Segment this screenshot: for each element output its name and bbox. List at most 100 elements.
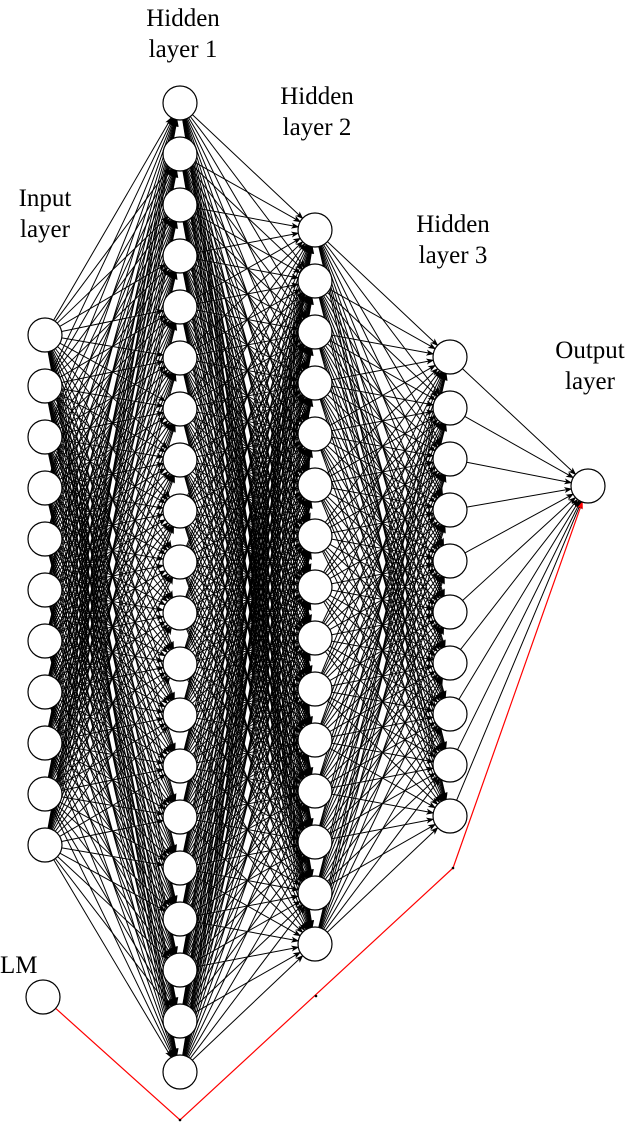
edge-input-10-to-hidden1-19 [53, 859, 172, 1059]
node-input-0 [27, 317, 63, 353]
edge-hidden1-19-to-hidden2-12 [188, 855, 307, 1058]
edge-input-10-to-hidden1-15 [61, 847, 165, 867]
edge-input-10-to-hidden1-13 [59, 774, 167, 837]
edge-hidden1-19-to-hidden2-0 [182, 245, 315, 1056]
node-hidden3-2 [432, 441, 468, 477]
edge-hidden2-14-to-hidden3-3 [319, 525, 446, 928]
node-hidden1-15 [162, 850, 198, 886]
lm-skip-connection [55, 501, 583, 1122]
input-layer-label: Input layer [6, 183, 84, 245]
node-hidden2-6 [297, 518, 333, 554]
lm-connection-junction-dot [178, 1118, 182, 1122]
node-hidden1-7 [162, 442, 198, 478]
node-lm [25, 979, 61, 1015]
edge-hidden1-16-to-hidden2-0 [182, 245, 314, 903]
edge-input-5-to-hidden1-0 [49, 118, 177, 574]
edge-hidden1-17-to-hidden2-0 [182, 245, 314, 954]
edge-hidden2-14-to-hidden3-4 [320, 576, 445, 929]
node-hidden2-9 [297, 671, 333, 707]
nodes-group [25, 85, 606, 1090]
edge-hidden1-11-to-hidden2-0 [184, 245, 311, 648]
edge-hidden1-8-to-hidden2-0 [186, 244, 309, 496]
edge-hidden1-19-to-hidden2-8 [184, 653, 311, 1056]
node-hidden1-6 [162, 391, 198, 427]
edge-hidden2-10-to-hidden3-0 [320, 372, 445, 725]
edge-hidden2-14-to-hidden3-1 [318, 423, 448, 928]
node-hidden3-5 [432, 594, 468, 630]
node-hidden2-13 [297, 875, 333, 911]
node-hidden1-17 [162, 952, 198, 988]
edge-hidden1-19-to-hidden2-3 [182, 398, 314, 1056]
hidden-layer-2-label-line1: Hidden [280, 83, 354, 110]
edge-hidden2-14-to-hidden3-9 [326, 827, 439, 933]
edge-hidden3-4-to-output-0 [464, 493, 574, 554]
node-hidden1-11 [162, 646, 198, 682]
edge-hidden1-14-to-hidden2-0 [183, 245, 313, 801]
hidden-layer-1-label: Hidden layer 1 [128, 3, 238, 65]
edge-hidden1-9-to-hidden2-0 [185, 244, 310, 547]
edge-hidden2-6-to-hidden3-0 [324, 369, 441, 523]
edge-input-10-to-hidden1-18 [54, 858, 171, 1009]
edge-hidden3-0-to-output-0 [462, 368, 577, 476]
node-hidden3-9 [432, 798, 468, 834]
edge-input-10-to-hidden1-16 [59, 852, 166, 912]
node-input-1 [27, 368, 63, 404]
edge-hidden2-4-to-hidden3-0 [329, 364, 437, 427]
node-output-0 [570, 468, 606, 504]
edge-hidden1-12-to-hidden2-0 [184, 245, 312, 699]
edge-hidden2-7-to-hidden3-0 [323, 370, 442, 573]
edge-hidden2-5-to-hidden3-0 [326, 368, 439, 474]
node-hidden3-3 [432, 492, 468, 528]
node-hidden1-4 [162, 289, 198, 325]
output-layer-label: Output layer [540, 335, 639, 397]
node-hidden1-3 [162, 238, 198, 274]
lm-label-text: LM [0, 952, 38, 979]
edge-hidden1-19-to-hidden2-9 [185, 704, 310, 1057]
edge-hidden1-3-to-hidden2-0 [196, 231, 300, 254]
edge-input-10-to-hidden1-8 [50, 525, 175, 830]
hidden-layer-3-label-line2: layer 3 [418, 242, 488, 269]
edge-hidden3-3-to-output-0 [466, 487, 573, 508]
input-layer-label-line1: Input [18, 185, 72, 212]
node-input-9 [27, 776, 63, 812]
edge-hidden3-6-to-output-0 [460, 498, 579, 650]
edge-input-10-to-hidden1-5 [49, 373, 177, 829]
node-hidden1-0 [162, 85, 198, 121]
edge-hidden2-14-to-hidden3-7 [323, 727, 442, 930]
node-hidden1-19 [162, 1054, 198, 1090]
edge-input-10-to-hidden1-14 [61, 818, 165, 842]
node-hidden2-12 [297, 824, 333, 860]
edge-hidden1-19-to-hidden2-10 [185, 754, 310, 1057]
edge-hidden2-14-to-hidden3-5 [320, 626, 445, 929]
edge-hidden1-6-to-hidden2-0 [189, 242, 306, 396]
node-hidden1-14 [162, 799, 198, 835]
node-hidden2-3 [297, 365, 333, 401]
edge-hidden1-1-to-hidden2-0 [194, 161, 302, 223]
edge-input-2-to-hidden1-0 [50, 117, 175, 422]
edge-hidden3-5-to-output-0 [462, 496, 577, 601]
edge-input-10-to-hidden1-9 [51, 576, 174, 830]
edge-hidden2-14-to-hidden3-2 [319, 474, 447, 928]
output-layer-label-line2: layer [565, 368, 615, 395]
output-layer-label-line1: Output [555, 337, 625, 364]
node-hidden2-5 [297, 467, 333, 503]
edge-hidden2-9-to-hidden3-0 [320, 371, 445, 674]
node-hidden2-10 [297, 722, 333, 758]
edge-hidden1-19-to-hidden2-2 [182, 347, 314, 1056]
node-input-10 [27, 827, 63, 863]
edge-hidden2-3-to-hidden3-0 [331, 358, 435, 381]
edge-hidden2-1-to-hidden3-0 [329, 288, 437, 350]
edge-hidden3-7-to-output-0 [458, 499, 580, 700]
edge-hidden1-0-to-hidden2-0 [192, 114, 304, 220]
edge-hidden1-13-to-hidden2-0 [183, 245, 313, 750]
edge-input-3-to-hidden1-0 [50, 118, 175, 473]
edge-hidden1-4-to-hidden2-0 [194, 237, 302, 300]
edge-input-10-to-hidden1-0 [47, 118, 179, 829]
edge-hidden1-10-to-hidden2-0 [185, 245, 310, 598]
hidden-layer-2-label-line2: layer 2 [282, 114, 352, 141]
node-hidden1-2 [162, 187, 198, 223]
edge-input-10-to-hidden1-11 [54, 676, 171, 832]
lm-connection-junction-dot [451, 866, 455, 870]
edge-hidden1-19-to-hidden2-5 [183, 500, 313, 1056]
lm-connection-junction-dot [314, 994, 318, 998]
